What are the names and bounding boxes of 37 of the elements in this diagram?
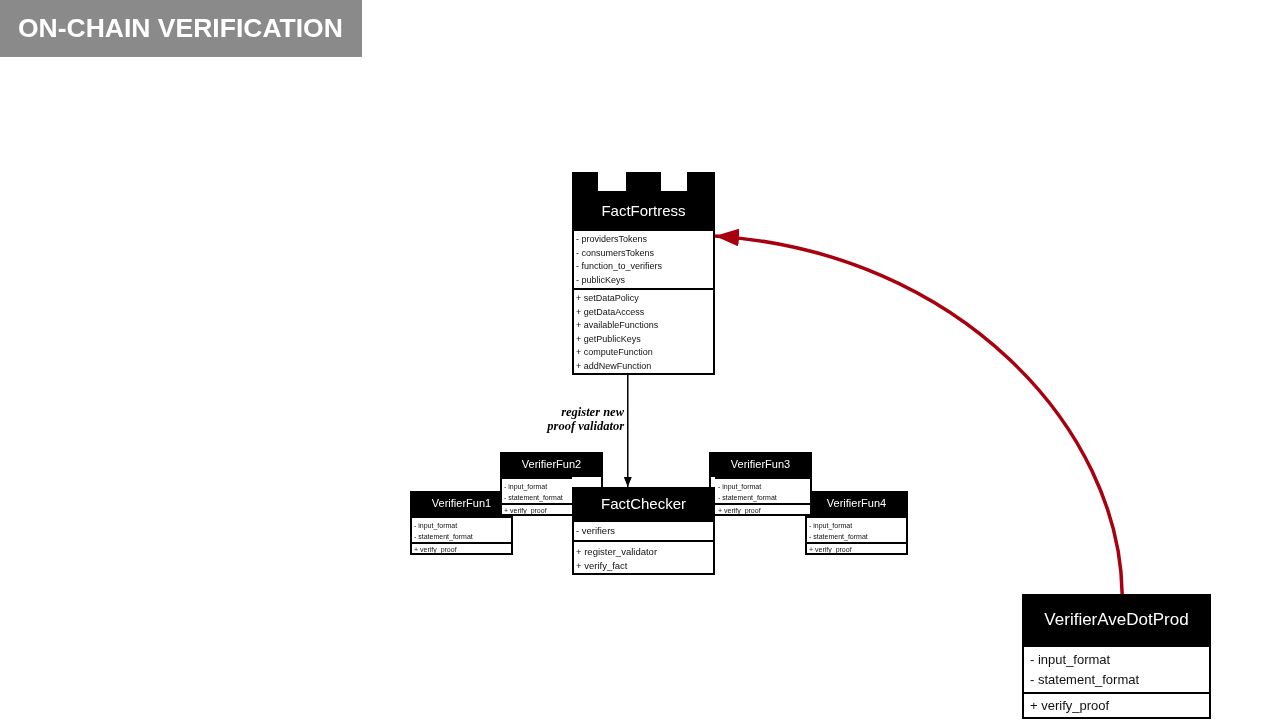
attribute-text: - publicKeys (576, 273, 626, 287)
attribute-text: - function_to_verifiers (576, 260, 663, 274)
class-name: VerifierFun2 (521, 458, 582, 471)
castle-class-box (572, 172, 715, 375)
class-name: FactChecker (601, 494, 686, 513)
method-text: + getDataAccess (576, 305, 645, 319)
method-text: + register_validator (576, 545, 658, 559)
attributes-section (805, 516, 908, 542)
class-name: VerifierFun1 (431, 497, 492, 510)
method-text: + availableFunctions (576, 319, 659, 333)
attribute-text: - input_format (1030, 651, 1111, 669)
attributes-section (410, 516, 513, 542)
method-text: + verify_proof (1030, 697, 1110, 715)
method-text: + getPublicKeys (576, 332, 641, 346)
methods-section (410, 542, 513, 555)
edge-label: register new proof validator (545, 405, 624, 433)
class-box (805, 491, 908, 555)
class-name: VerifierAveDotProd (1044, 609, 1189, 630)
arrow (623, 374, 632, 488)
attributes-section (572, 229, 715, 288)
class-box (572, 487, 715, 575)
method-text: + setDataPolicy (576, 292, 639, 305)
method-text: + computeFunction (576, 346, 653, 360)
class-name: VerifierFun3 (730, 458, 791, 471)
attribute-text: - consumersTokens (576, 246, 655, 260)
methods-section (805, 542, 908, 555)
curved-arrow (714, 229, 1124, 595)
method-text: + addNewFunction (576, 359, 652, 373)
class-box (1022, 594, 1211, 719)
slide-title: ON-CHAIN VERIFICATION (0, 0, 362, 57)
method-text: + verify_fact (576, 558, 628, 572)
class-box (709, 452, 812, 516)
class-name: FactFortress (601, 201, 686, 220)
class-name: VerifierFun4 (826, 497, 887, 510)
attribute-text: - providersTokens (576, 233, 648, 246)
attribute-text: - verifiers (576, 524, 616, 538)
attribute-text: - statement_format (1030, 671, 1140, 689)
